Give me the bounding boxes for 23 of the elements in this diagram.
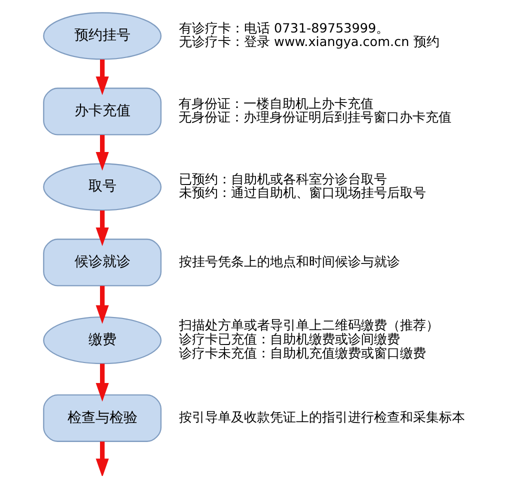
node-label: 有身份证：一楼自助机上办卡充值 <box>178 96 374 112</box>
node-label: 已预约：自助机或各科室分诊台取号 <box>178 172 387 188</box>
node-box: 候诊就诊 <box>43 238 162 286</box>
node-ellipse: 预约挂号 <box>43 12 162 60</box>
arrow <box>96 59 109 96</box>
node-box: 检查与检验 <box>43 394 162 442</box>
arrow <box>96 442 109 476</box>
node-label: 扫描处方单或者导引单上二维码缴费（推荐） <box>178 318 439 334</box>
node-label: 无诊疗卡：登录 www.xiangya.com.cn 预约 <box>178 35 440 50</box>
node-label: 诊疗卡未充值：自助机充值缴费或窗口缴费 <box>178 346 426 362</box>
node-box: 办卡充值 <box>43 88 162 136</box>
arrow <box>96 286 109 324</box>
node-label: 按引导单及收款凭证上的指引进行检查和采集标本 <box>178 410 465 426</box>
arrow <box>96 135 109 171</box>
node-label: 诊疗卡已充值：自助机缴费或诊间缴费 <box>178 332 400 348</box>
node-label: 按挂号凭条上的地点和时间候诊与就诊 <box>178 254 400 270</box>
node-label: 有诊疗卡：电话 0731-89753999。 <box>178 21 390 36</box>
arrow <box>96 210 109 246</box>
node-label: 无身份证：办理身份证明后到挂号窗口办卡充值 <box>178 110 452 126</box>
arrow <box>96 364 109 402</box>
node-ellipse: 取号 <box>43 163 162 211</box>
node-label: 未预约：通过自助机、窗口现场挂号后取号 <box>178 186 426 202</box>
node-ellipse: 缴费 <box>43 316 162 364</box>
